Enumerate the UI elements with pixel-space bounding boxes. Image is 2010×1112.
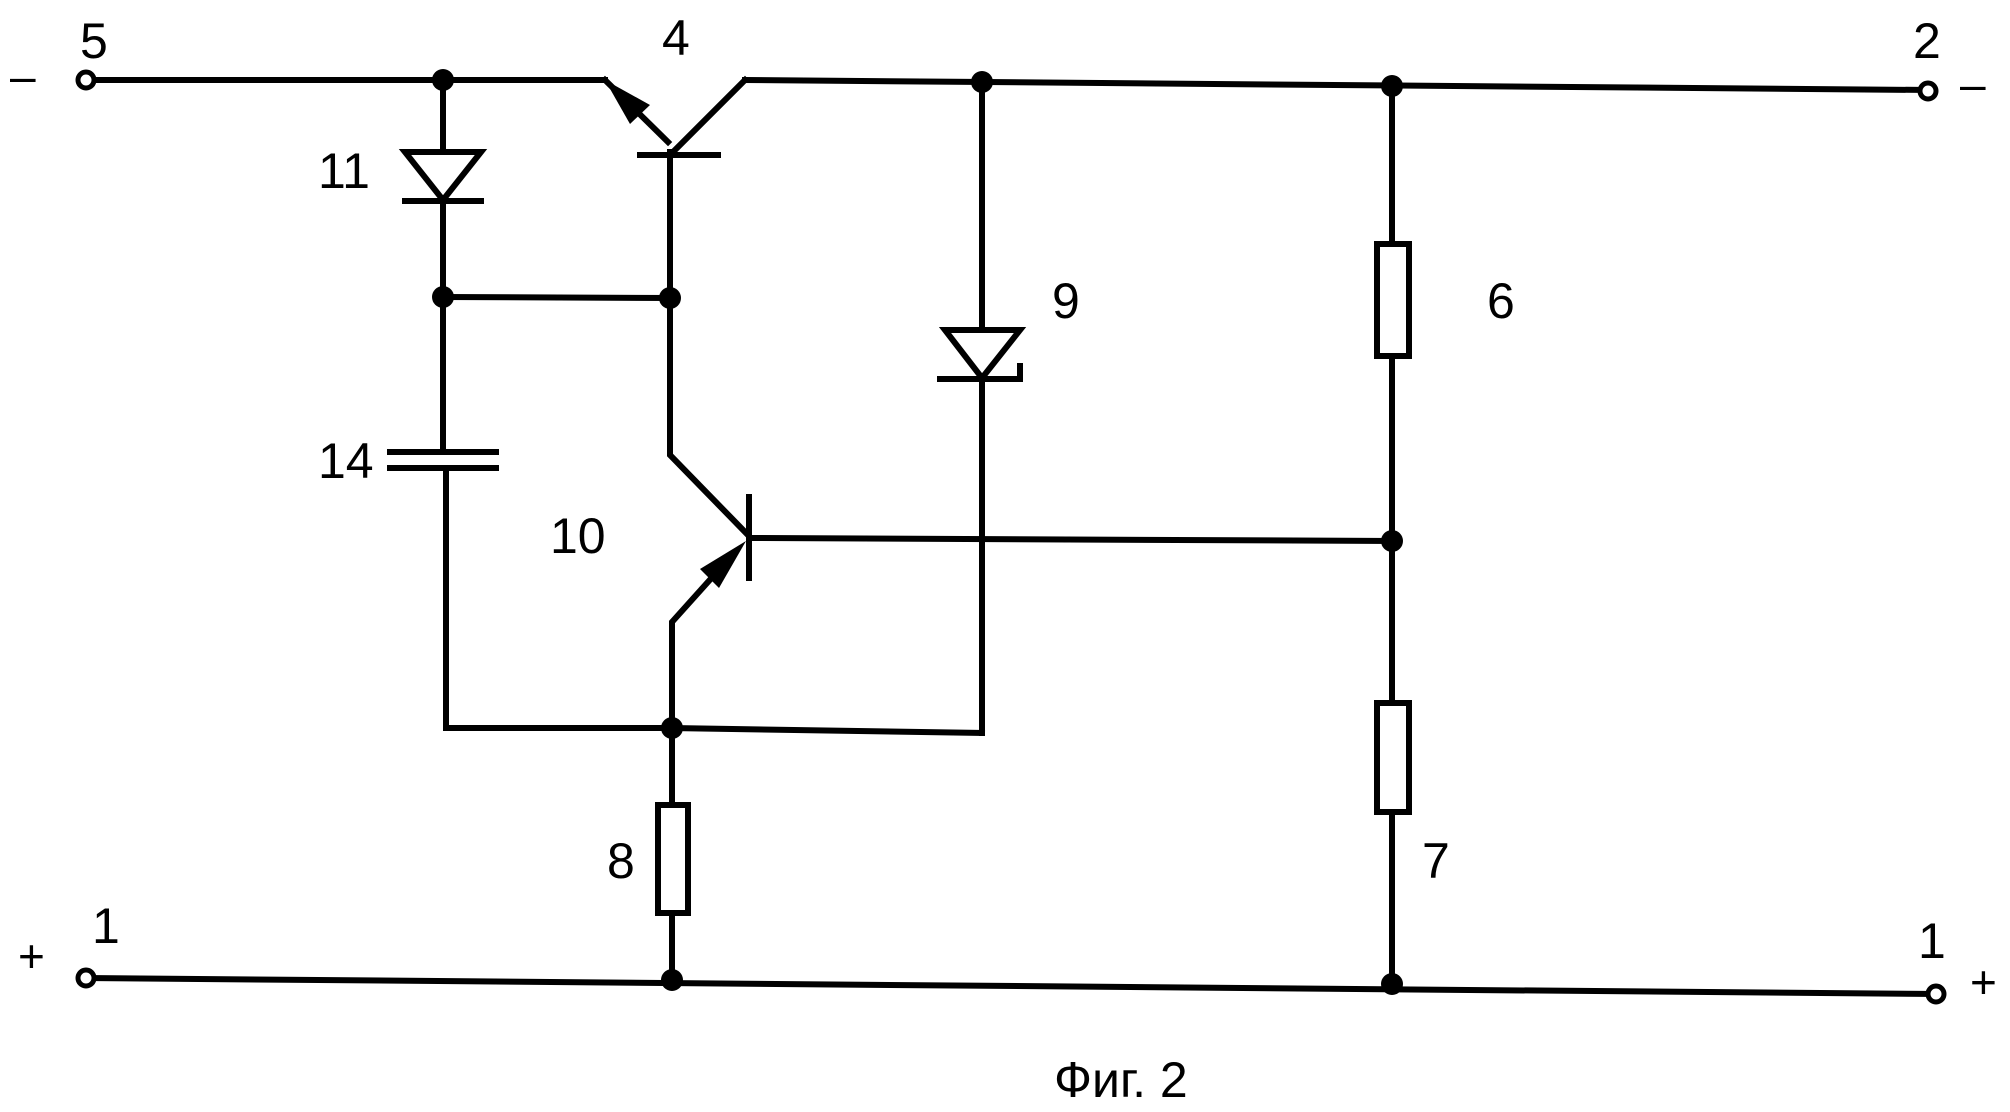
transistor-10: [700, 494, 752, 588]
terminal-1-left-polarity: +: [18, 930, 45, 982]
capacitor-14: [387, 449, 499, 471]
transistor-4: [605, 80, 721, 158]
figure-caption: Фиг. 2: [1054, 1052, 1188, 1108]
transistor-4-emitter-arrow: [605, 80, 650, 124]
node-mid-t4: [659, 287, 681, 309]
wire-t10-base: [748, 534, 1396, 545]
zener-diode-9: [937, 327, 1027, 383]
wire-t10-emitter: [669, 558, 730, 731]
node-emitter-t10: [661, 717, 683, 739]
node-bottom-r7: [1381, 973, 1403, 995]
terminal-1-left: [75, 967, 97, 989]
diode-11-label: 11: [318, 143, 370, 199]
terminal-2-polarity: –: [1960, 58, 1986, 110]
wire-bottom-rail: [82, 974, 1940, 998]
terminals: [75, 69, 1947, 1005]
terminal-2: [1917, 80, 1939, 102]
wire-t4-collector: [668, 75, 750, 157]
transistor-10-label: 10: [550, 508, 606, 564]
resistor-7-body: [1374, 700, 1412, 815]
capacitor-14-label: 14: [318, 433, 374, 489]
zener-9-triangle: [938, 327, 1027, 383]
wire-emitter-to-z9: [668, 724, 986, 737]
node-top-d11: [432, 69, 454, 91]
terminal-1-left-label: 1: [92, 898, 120, 954]
zener-9-label: 9: [1052, 273, 1080, 329]
node-top-r6: [1381, 75, 1403, 97]
resistor-6-label: 6: [1487, 273, 1515, 329]
wires: [82, 75, 1940, 998]
zener-9-bar: [937, 363, 1023, 382]
resistor-7-label: 7: [1422, 833, 1450, 889]
terminal-5-label: 5: [80, 13, 108, 69]
terminal-1-right-label: 1: [1918, 913, 1946, 969]
terminal-5-polarity: –: [10, 50, 36, 102]
resistor-8-label: 8: [607, 833, 635, 889]
node-divider: [1381, 530, 1403, 552]
node-mid-d11: [432, 286, 454, 308]
node-top-z9: [971, 71, 993, 93]
transistor-4-label: 4: [662, 10, 690, 66]
wire-c14-bottom: [443, 465, 675, 731]
junction-nodes: [432, 69, 1403, 995]
resistor-8-body: [655, 802, 691, 916]
diode-11: [398, 149, 488, 205]
resistor-6-body: [1374, 241, 1412, 359]
wire-top-right: [741, 76, 1932, 94]
terminal-1-right: [1925, 983, 1947, 1005]
wire-t10-collector: [667, 295, 751, 538]
terminal-5: [75, 69, 97, 91]
transistor-10-emitter-arrow: [700, 541, 746, 588]
node-bottom-r8: [661, 969, 683, 991]
wire-node-11-4: [439, 293, 674, 302]
terminal-1-right-polarity: +: [1970, 956, 1997, 1008]
terminal-2-label: 2: [1913, 13, 1941, 69]
diode-11-triangle: [398, 149, 488, 205]
